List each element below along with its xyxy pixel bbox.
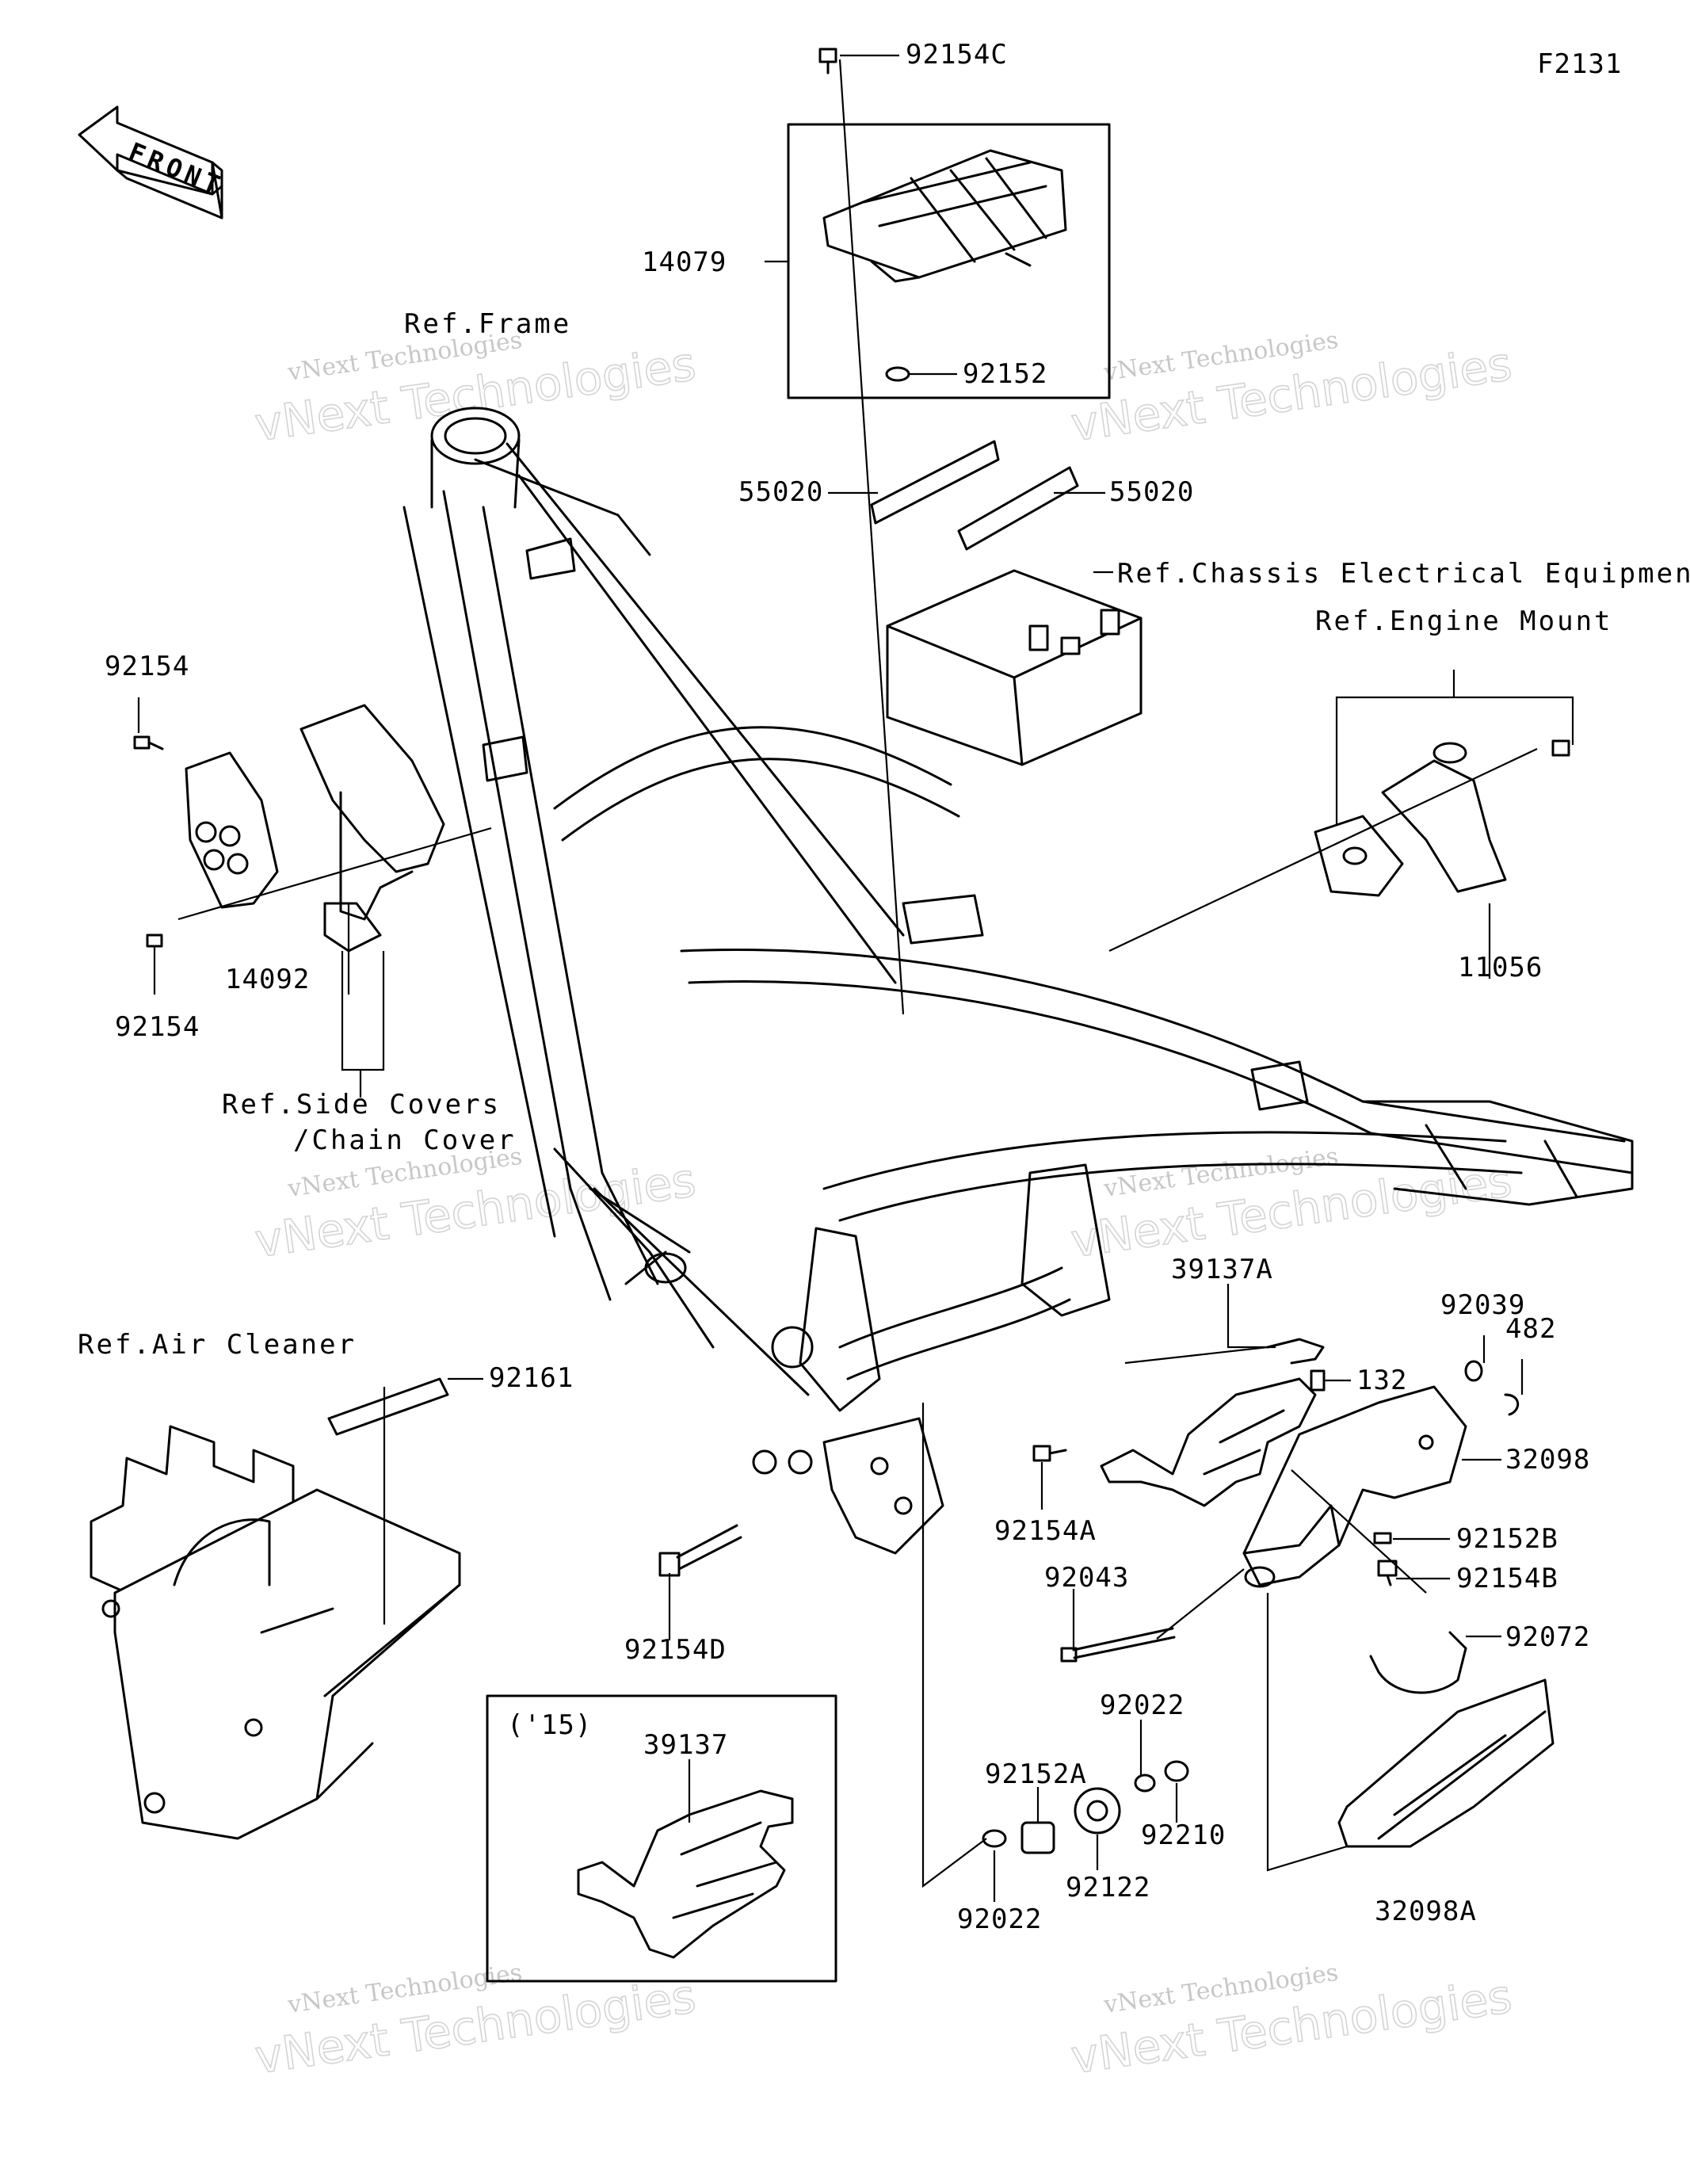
part-label-55020-right: 55020	[1109, 476, 1194, 508]
diagram-id: F2131	[1537, 48, 1622, 80]
part-label-39137: 39137	[643, 1729, 728, 1761]
part-label-14079: 14079	[642, 246, 727, 278]
side-cover-bracket-14092	[185, 704, 445, 953]
grommet-92152	[885, 366, 910, 382]
variant-label: ('15)	[507, 1709, 592, 1741]
bolt-92154-upper	[133, 735, 164, 750]
battery-illustration	[886, 569, 1143, 766]
part-label-32098A: 32098A	[1375, 1896, 1477, 1927]
battery-tray-14079	[822, 149, 1067, 283]
part-label-92154-upper: 92154	[105, 651, 189, 682]
part-label-92039: 92039	[1440, 1289, 1525, 1321]
ref-chain-cover-label: /Chain Cover	[293, 1124, 517, 1156]
ref-air-cleaner-label: Ref.Air Cleaner	[78, 1329, 357, 1361]
bolt-92154B	[1377, 1560, 1398, 1586]
part-label-92152B: 92152B	[1456, 1523, 1558, 1555]
bracket-39137A	[1100, 1338, 1325, 1507]
cover-32098	[1242, 1385, 1467, 1588]
ref-engine-mount-label: Ref.Engine Mount	[1315, 605, 1613, 637]
variant-callout-box	[486, 1694, 837, 1983]
ref-frame-label: Ref.Frame	[404, 308, 571, 340]
bolt-92154-lower	[146, 934, 163, 948]
part-label-39137A: 39137A	[1171, 1254, 1273, 1285]
bracket-39137	[577, 1789, 794, 1959]
part-label-92154C: 92154C	[906, 39, 1008, 71]
collar-92152B	[1373, 1532, 1392, 1544]
bolt-92154C	[818, 48, 837, 74]
bolt-92154A	[1032, 1445, 1067, 1462]
part-label-11056: 11056	[1458, 952, 1543, 983]
strip-92161	[327, 1377, 449, 1436]
part-label-92154A: 92154A	[994, 1515, 1097, 1547]
bolt-92043	[1060, 1627, 1176, 1663]
part-label-92161: 92161	[489, 1362, 574, 1394]
mat-55020-right	[957, 466, 1079, 551]
ref-side-covers-label: Ref.Side Covers	[222, 1089, 501, 1121]
nut-92210	[1164, 1760, 1189, 1782]
bolt-92154D	[658, 1524, 742, 1577]
clip-92072	[1369, 1631, 1467, 1694]
mat-55020-left	[870, 440, 1000, 525]
part-label-92043: 92043	[1044, 1562, 1129, 1594]
part-label-92154B: 92154B	[1456, 1563, 1558, 1594]
cover-32098A	[1337, 1678, 1555, 1848]
part-label-482: 482	[1505, 1313, 1556, 1345]
leader-lines	[137, 54, 1574, 1902]
air-cleaner-illustration	[90, 1425, 461, 1840]
part-label-14092: 14092	[225, 964, 310, 995]
part-label-92154-lower: 92154	[115, 1011, 200, 1043]
bushing-92122	[1074, 1787, 1121, 1835]
washer-92022-lower	[982, 1829, 1007, 1848]
part-label-92122: 92122	[1066, 1872, 1150, 1903]
part-label-92210: 92210	[1141, 1819, 1226, 1851]
washer-92022-upper	[1134, 1774, 1156, 1793]
clip-482	[1504, 1393, 1520, 1416]
engine-mount-bracket-11056	[1314, 739, 1570, 897]
part-label-92154D: 92154D	[624, 1634, 727, 1666]
bolt-132	[1310, 1369, 1326, 1392]
part-label-55020-left: 55020	[738, 476, 823, 508]
part-label-92072: 92072	[1505, 1621, 1590, 1653]
part-label-92022-upper: 92022	[1100, 1690, 1185, 1721]
part-label-92152: 92152	[963, 358, 1047, 390]
frame-illustration	[402, 407, 1634, 1555]
part-label-132: 132	[1356, 1365, 1407, 1396]
part-label-32098: 32098	[1505, 1444, 1590, 1476]
part-label-92022-lower: 92022	[957, 1903, 1042, 1935]
ref-chassis-electrical-label: Ref.Chassis Electrical Equipment	[1117, 558, 1690, 590]
front-arrow-icon: FRONT	[78, 105, 228, 220]
collar-92152A	[1020, 1821, 1055, 1854]
washer-92039	[1464, 1360, 1483, 1382]
part-labels: 92154C 14079 92152 55020 55020 92154 921…	[78, 39, 1690, 1935]
part-label-92152A: 92152A	[985, 1758, 1087, 1790]
